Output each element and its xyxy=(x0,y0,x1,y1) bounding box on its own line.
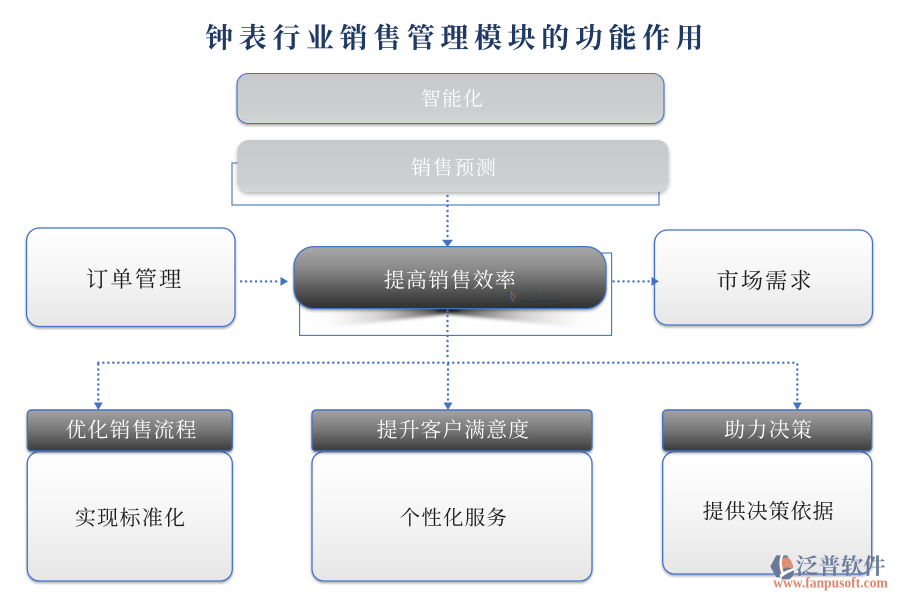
svg-text:www.fanpusoft.com: www.fanpusoft.com xyxy=(773,576,888,592)
